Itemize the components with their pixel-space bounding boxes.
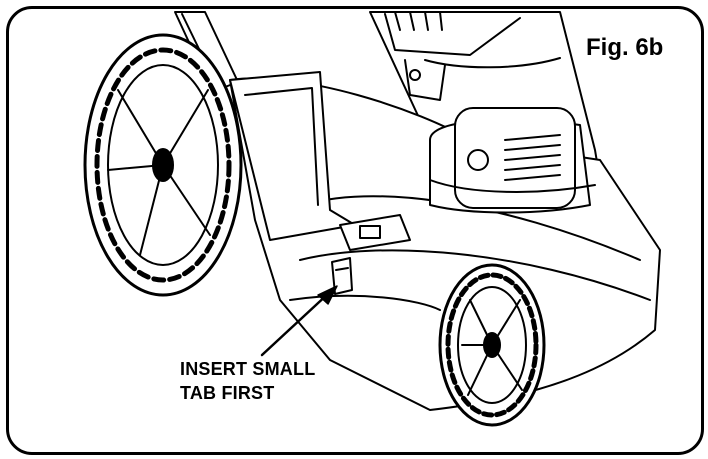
callout-line-1: INSERT SMALL (180, 359, 316, 379)
small-tab (331, 257, 353, 295)
rear-chute-bracket (229, 71, 411, 251)
callout-arrow (260, 285, 338, 357)
callout-line-2: TAB FIRST (180, 383, 275, 403)
rear-left-wheel (83, 33, 243, 297)
engine-cover (429, 107, 596, 214)
front-right-wheel (438, 263, 546, 427)
callout-text: INSERT SMALL TAB FIRST (180, 357, 315, 405)
figure-label: Fig. 6b (586, 34, 664, 61)
